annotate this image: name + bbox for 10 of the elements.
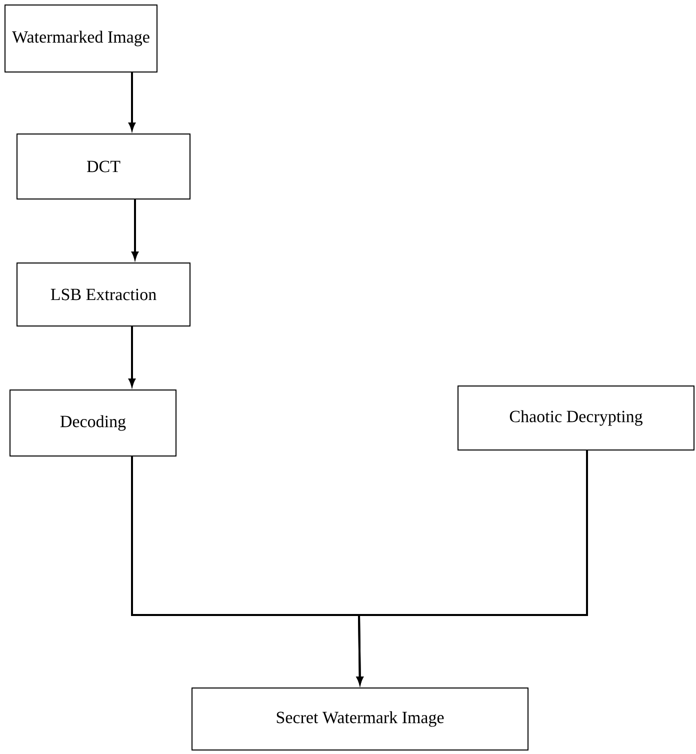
process-box: Secret Watermark Image [192,688,528,750]
process-box: Watermarked Image [4,4,158,72]
arrow [356,450,588,684]
arrow [128,326,136,386]
process-box: DCT [16,134,190,200]
arrow [128,72,136,130]
process-box: Decoding [10,390,176,456]
process-box: Chaotic Decrypting [458,386,694,450]
arrow [132,200,138,260]
process-box: LSB Extraction [16,262,190,326]
